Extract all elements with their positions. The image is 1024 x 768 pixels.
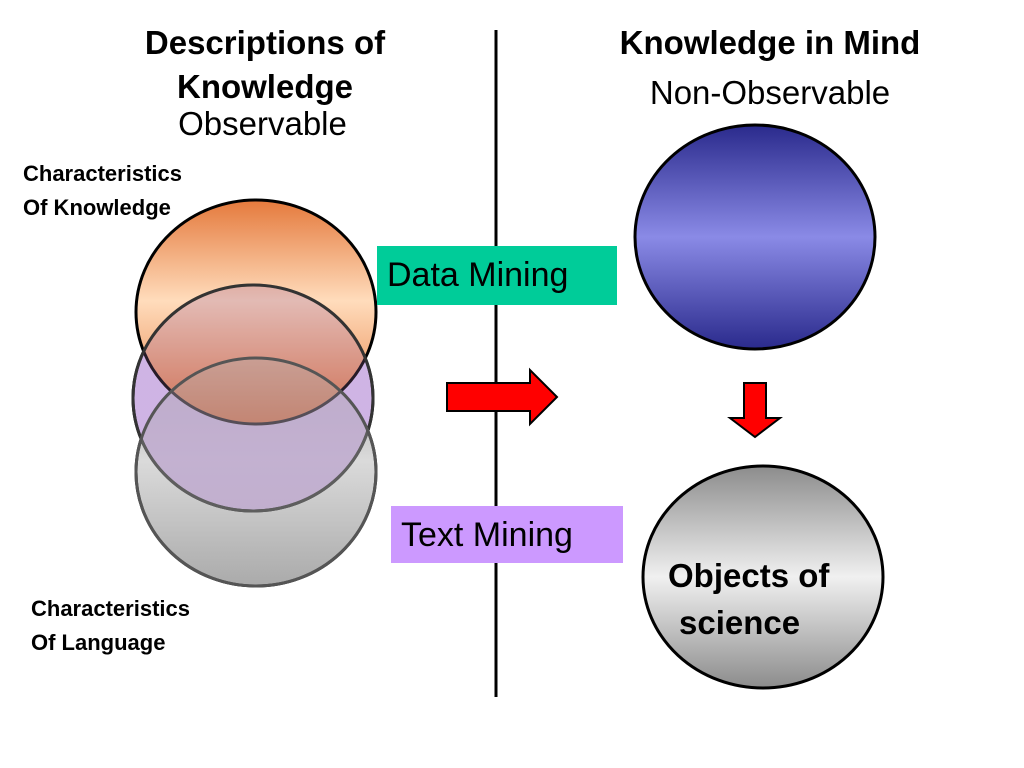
knowledge-label-line2: Of Knowledge (23, 195, 171, 220)
middle-violet-outline (131, 283, 375, 513)
data-mining-box: Data Mining (377, 246, 617, 305)
down-arrow (727, 382, 783, 439)
left-title-line2: Knowledge (176, 68, 353, 105)
left-title-line1: Descriptions of (144, 24, 386, 61)
language-label: Characteristics Of Language (31, 592, 190, 660)
objects-label-line2: science (679, 604, 801, 641)
objects-label: Objects of science (660, 552, 829, 646)
language-label-line1: Characteristics (31, 596, 190, 621)
language-circle-outline (134, 356, 378, 588)
knowledge-label: Characteristics Of Knowledge (23, 157, 182, 225)
objects-circle (641, 464, 885, 690)
right-arrow (446, 367, 559, 427)
knowledge-circle (134, 198, 378, 426)
mind-circle (633, 123, 877, 351)
language-label-line2: Of Language (31, 630, 166, 655)
right-subtitle: Non-Observable (649, 74, 891, 111)
knowledge-label-line1: Characteristics (23, 161, 182, 186)
objects-label-line1: Objects of (668, 557, 830, 594)
left-subtitle: Observable (178, 105, 347, 142)
right-title: Knowledge in Mind (619, 24, 921, 61)
text-mining-box: Text Mining (391, 506, 623, 563)
left-title: Descriptions of Knowledge (100, 20, 430, 110)
